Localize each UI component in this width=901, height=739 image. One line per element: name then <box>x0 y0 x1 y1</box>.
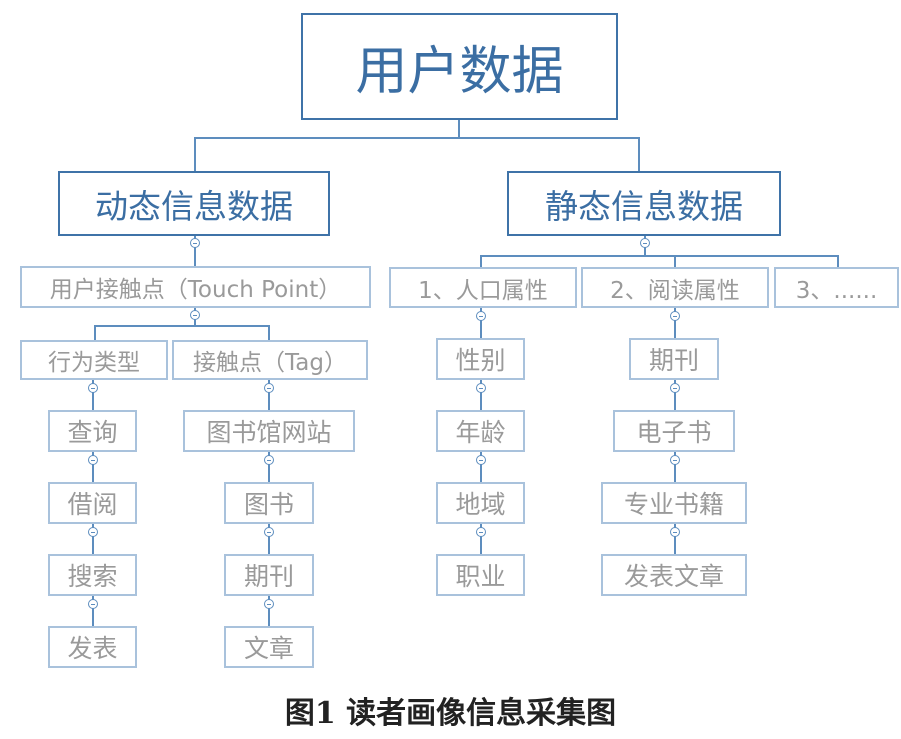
node-behavior-item: 查询 <box>48 410 137 452</box>
node-tag-item: 期刊 <box>224 554 314 596</box>
node-more-attr: 3、...... <box>774 267 899 308</box>
node-behavior-item: 搜索 <box>48 554 137 596</box>
node-demographic-item-label: 年龄 <box>455 418 506 447</box>
node-demographic-item: 性别 <box>436 338 525 380</box>
connector-to-tag <box>268 325 270 340</box>
node-demographic-item: 地域 <box>436 482 525 524</box>
connector-root-bar <box>194 137 640 139</box>
node-root-label: 用户数据 <box>355 42 564 102</box>
node-reading-item-label: 发表文章 <box>623 562 724 591</box>
node-touch-point: 用户接触点（Touch Point） <box>20 266 371 308</box>
connector-dynamic-to-touchpoint <box>194 236 196 266</box>
node-demographic-item: 年龄 <box>436 410 525 452</box>
node-demographic-item-label: 性别 <box>455 346 506 375</box>
connector-to-behavior <box>94 325 96 340</box>
connector-root-to-static <box>638 137 640 171</box>
node-static-info: 静态信息数据 <box>507 171 781 236</box>
node-reading-item-label: 电子书 <box>636 418 712 447</box>
collapse-knob-tag-3[interactable] <box>264 599 274 609</box>
node-tag-item-label: 期刊 <box>243 562 294 591</box>
node-reading-item-label: 专业书籍 <box>623 490 724 519</box>
node-behavior-item-label: 借阅 <box>67 490 118 519</box>
node-tag-item-label: 图书 <box>243 490 294 519</box>
node-demographic-attr-label: 1、人口属性 <box>418 277 548 304</box>
collapse-knob-dynamic[interactable] <box>190 238 200 248</box>
collapse-knob-behavior[interactable] <box>88 383 98 393</box>
collapse-knob-demographic-1[interactable] <box>476 383 486 393</box>
figure-caption: 图1 读者画像信息采集图 <box>284 696 617 731</box>
collapse-knob-reading-2[interactable] <box>670 455 680 465</box>
node-demographic-attr: 1、人口属性 <box>389 267 577 308</box>
node-tag-item: 图书馆网站 <box>183 410 355 452</box>
node-root: 用户数据 <box>301 13 618 120</box>
node-reading-item-label: 期刊 <box>648 346 699 375</box>
node-tag-label: 接触点（Tag） <box>193 350 347 376</box>
node-demographic-item-label: 地域 <box>455 490 506 519</box>
collapse-knob-demographic-2[interactable] <box>476 455 486 465</box>
node-tag-item: 图书 <box>224 482 314 524</box>
diagram-canvas: 用户数据 动态信息数据 静态信息数据 用户接触点（Touch Point） 行为… <box>20 13 899 668</box>
collapse-knob-demographic[interactable] <box>476 311 486 321</box>
node-reading-attr-label: 2、阅读属性 <box>610 277 740 304</box>
connector-root-to-dynamic <box>194 137 196 171</box>
node-static-info-label: 静态信息数据 <box>545 186 743 226</box>
collapse-knob-reading-3[interactable] <box>670 527 680 537</box>
node-reading-item: 专业书籍 <box>601 482 747 524</box>
node-behavior-type-label: 行为类型 <box>48 350 140 376</box>
node-more-attr-label: 3、...... <box>795 277 878 304</box>
node-demographic-item: 职业 <box>436 554 525 596</box>
node-behavior-item: 发表 <box>48 626 137 668</box>
connector-touchpoint-bar <box>94 325 270 327</box>
connector-to-demographic <box>480 255 482 267</box>
collapse-knob-touch-point[interactable] <box>190 310 200 320</box>
node-dynamic-info: 动态信息数据 <box>58 171 330 236</box>
node-tag-item: 文章 <box>224 626 314 668</box>
node-tag-item-label: 图书馆网站 <box>206 418 332 447</box>
node-behavior-item-label: 查询 <box>67 418 118 447</box>
connector-to-more <box>837 255 839 267</box>
collapse-knob-tag[interactable] <box>264 383 274 393</box>
node-behavior-type: 行为类型 <box>20 340 168 380</box>
collapse-knob-tag-2[interactable] <box>264 527 274 537</box>
node-dynamic-info-label: 动态信息数据 <box>95 186 293 226</box>
connector-root-stem <box>458 120 460 138</box>
node-tag: 接触点（Tag） <box>172 340 368 380</box>
collapse-knob-behavior-2[interactable] <box>88 527 98 537</box>
collapse-knob-behavior-1[interactable] <box>88 455 98 465</box>
node-reading-item: 电子书 <box>613 410 735 452</box>
collapse-knob-behavior-3[interactable] <box>88 599 98 609</box>
node-behavior-item-label: 发表 <box>67 634 118 663</box>
node-behavior-item-label: 搜索 <box>67 562 118 591</box>
node-tag-item-label: 文章 <box>243 634 294 663</box>
collapse-knob-tag-1[interactable] <box>264 455 274 465</box>
node-reading-item: 期刊 <box>629 338 719 380</box>
node-behavior-item: 借阅 <box>48 482 137 524</box>
collapse-knob-static[interactable] <box>640 238 650 248</box>
collapse-knob-reading[interactable] <box>670 311 680 321</box>
node-reading-item: 发表文章 <box>601 554 747 596</box>
collapse-knob-demographic-3[interactable] <box>476 527 486 537</box>
node-reading-attr: 2、阅读属性 <box>581 267 769 308</box>
connector-static-bar <box>480 255 839 257</box>
connector-to-reading <box>674 255 676 267</box>
collapse-knob-reading-1[interactable] <box>670 383 680 393</box>
node-demographic-item-label: 职业 <box>455 562 506 591</box>
node-touch-point-label: 用户接触点（Touch Point） <box>49 277 342 303</box>
